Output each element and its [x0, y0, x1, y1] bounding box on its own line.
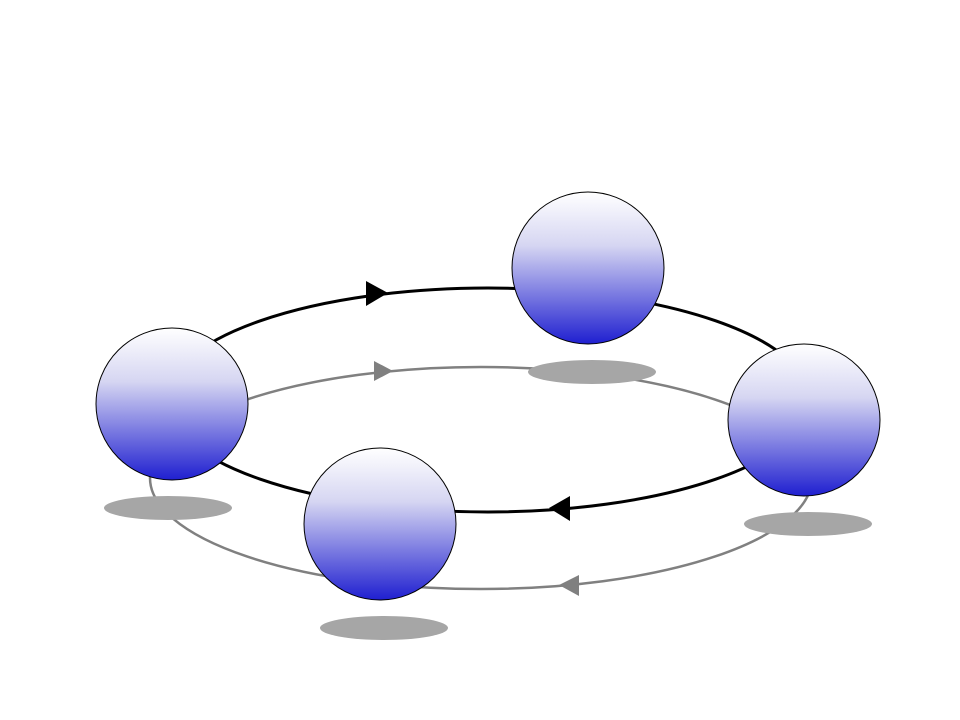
node-sphere-left [95, 327, 249, 481]
node-sphere-bottom [303, 447, 457, 601]
node-sphere-top [511, 191, 665, 345]
orbit-arrow-bottom [549, 496, 570, 521]
node-shadow-top [528, 360, 656, 384]
node-sphere-right [727, 343, 881, 497]
orbit-shadow-arrow-bottom [559, 575, 579, 596]
node-shadow-right [744, 512, 872, 536]
orbit-arrow-top [366, 281, 388, 306]
orbit-shadow-ring [148, 365, 814, 591]
node-shadow-bottom [320, 616, 448, 640]
orbit-shadow-arrow-top [374, 361, 393, 381]
node-shadow-left [104, 496, 232, 520]
